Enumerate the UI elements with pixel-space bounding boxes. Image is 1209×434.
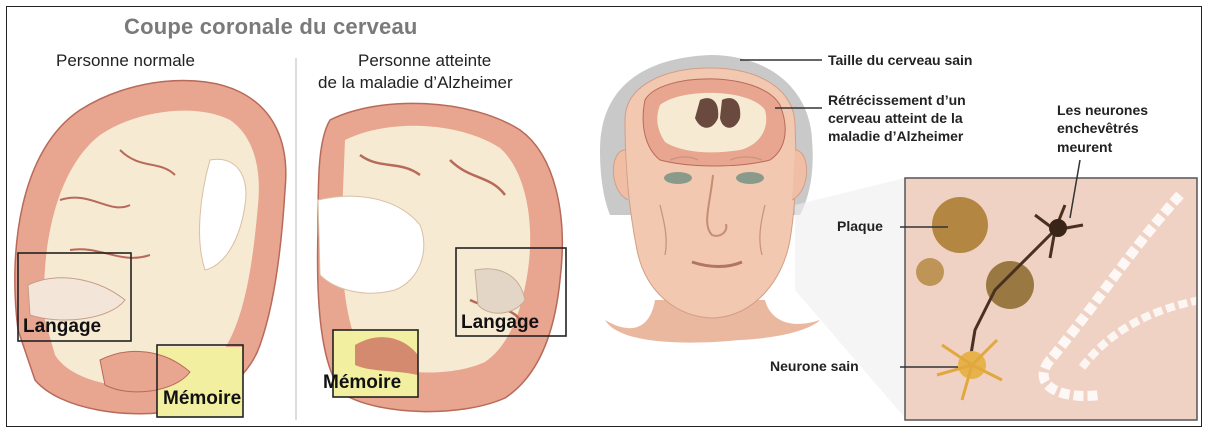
normal-panel-heading: Personne normale <box>56 51 195 71</box>
tangled-neurons-callout-line3: meurent <box>1057 138 1112 156</box>
healthy-neuron-callout: Neurone sain <box>770 357 859 375</box>
figure-title: Coupe coronale du cerveau <box>124 14 418 40</box>
dying-neuron-body <box>1049 219 1067 237</box>
neuron-tissue-inset <box>795 178 1200 420</box>
amyloid-plaque <box>986 261 1034 309</box>
normal-brain-section <box>15 80 286 417</box>
plaque-callout: Plaque <box>837 217 883 235</box>
shrinkage-callout-line1: Rétrécissement d’un <box>828 91 966 109</box>
alzheimer-language-label: Langage <box>461 312 539 334</box>
left-eye <box>664 172 692 184</box>
inset-projection <box>795 178 905 418</box>
normal-memory-label: Mémoire <box>163 388 241 410</box>
right-eye <box>736 172 764 184</box>
amyloid-plaque <box>916 258 944 286</box>
normal-language-label: Langage <box>23 316 101 338</box>
tangled-neurons-callout-line1: Les neurones <box>1057 101 1148 119</box>
healthy-brain-size-callout: Taille du cerveau sain <box>828 51 972 69</box>
tangled-neurons-callout-line2: enchevêtrés <box>1057 119 1139 137</box>
elderly-head-illustration <box>600 55 820 343</box>
shrinkage-callout-line2: cerveau atteint de la <box>828 109 963 127</box>
alzheimer-memory-label: Mémoire <box>323 372 401 394</box>
shrinkage-callout-line3: maladie d’Alzheimer <box>828 127 963 145</box>
alzheimer-brain-section <box>318 103 566 411</box>
amyloid-plaque <box>932 197 988 253</box>
alzheimer-panel-heading-line2: de la maladie d’Alzheimer <box>318 73 513 93</box>
alzheimer-panel-heading-line1: Personne atteinte <box>358 51 491 71</box>
